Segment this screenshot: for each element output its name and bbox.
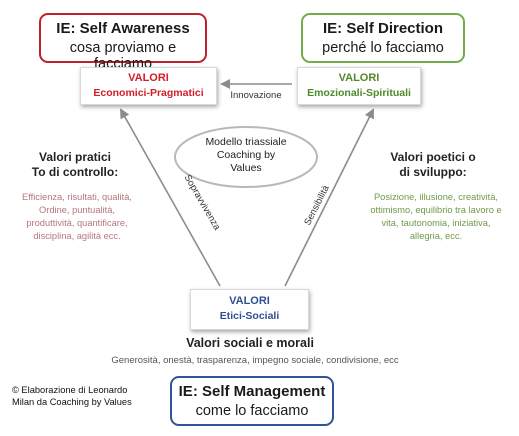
valori-emozionali-title: VALORI xyxy=(338,72,380,84)
valori-pratici-heading: Valori pratici To di controllo: xyxy=(20,150,130,180)
ie-self-management-title: IE: Self Management xyxy=(178,383,326,400)
valori-etici-box: VALORI Etici-Sociali xyxy=(190,289,309,330)
credit-line-2: Milan da Coaching by Values xyxy=(12,397,132,407)
valori-emozionali-subtitle: Emozionali-Spirituali xyxy=(307,87,411,99)
innovazione-label: Innovazione xyxy=(230,90,282,101)
ie-self-awareness-title: IE: Self Awareness xyxy=(56,20,190,37)
valori-pratici-line-2: Ordine, puntualità, xyxy=(39,205,115,215)
valori-pratici-heading-2: To di controllo: xyxy=(31,165,119,179)
ie-self-management-box: IE: Self Management come lo facciamo xyxy=(170,376,334,426)
valori-poetici-heading: Valori poetici o di sviluppo: xyxy=(378,150,488,180)
valori-etici-subtitle: Etici-Sociali xyxy=(219,310,280,322)
valori-pratici-line-1: Efficienza, risultati, qualità, xyxy=(22,192,132,202)
valori-economici-box: VALORI Economici-Pragmatici xyxy=(80,67,217,105)
valori-pratici-heading-1: Valori pratici xyxy=(38,150,112,164)
center-line-1: Modello triassiale xyxy=(205,136,287,148)
valori-pratici-list: Efficienza, risultati, qualità, Ordine, … xyxy=(2,191,152,243)
valori-poetici-line-1: Posizione, illusione, creatività, xyxy=(373,192,499,202)
valori-pratici-line-3: produttività, quantificare, xyxy=(26,218,128,228)
ie-self-direction-title: IE: Self Direction xyxy=(322,20,444,37)
valori-pratici-line-4: disciplina, agilità ecc. xyxy=(33,231,121,241)
valori-poetici-heading-2: di sviluppo: xyxy=(399,165,467,179)
valori-economici-subtitle: Economici-Pragmatici xyxy=(93,87,204,99)
valori-emozionali-box: VALORI Emozionali-Spirituali xyxy=(297,67,421,105)
ie-self-management-subtitle: come lo facciamo xyxy=(195,403,309,419)
center-line-2: Coaching by xyxy=(216,149,276,161)
ie-self-awareness-box: IE: Self Awareness cosa proviamo e facci… xyxy=(39,13,207,72)
valori-economici-title: VALORI xyxy=(128,72,169,84)
valori-poetici-line-2: ottimismo, equilibrio tra lavoro e xyxy=(370,205,502,215)
valori-poetici-line-3: vita, tautonomia, iniziativa, xyxy=(381,218,491,228)
ie-self-direction-subtitle: perché lo facciamo xyxy=(322,40,444,56)
center-label: Modello triassiale Coaching by Values xyxy=(176,136,316,175)
sensibilita-arrow xyxy=(284,108,374,287)
valori-sociali-heading: Valori sociali e morali xyxy=(186,336,314,350)
valori-poetici-line-4: allegria, ecc. xyxy=(409,231,463,241)
center-ellipse xyxy=(174,126,318,188)
credit-text: © Elaborazione di Leonardo Milan da Coac… xyxy=(12,384,162,408)
valori-sociali-line: Generosità, onestà, trasparenza, impegno… xyxy=(111,355,399,366)
ie-self-direction-box: IE: Self Direction perché lo facciamo xyxy=(301,13,465,63)
sopravvivenza-arrow xyxy=(120,108,221,287)
valori-poetici-list: Posizione, illusione, creatività, ottimi… xyxy=(355,191,517,243)
valori-etici-title: VALORI xyxy=(229,295,270,307)
valori-poetici-heading-1: Valori poetici o xyxy=(390,150,476,164)
credit-line-1: © Elaborazione di Leonardo xyxy=(12,385,128,395)
center-line-3: Values xyxy=(230,162,262,174)
